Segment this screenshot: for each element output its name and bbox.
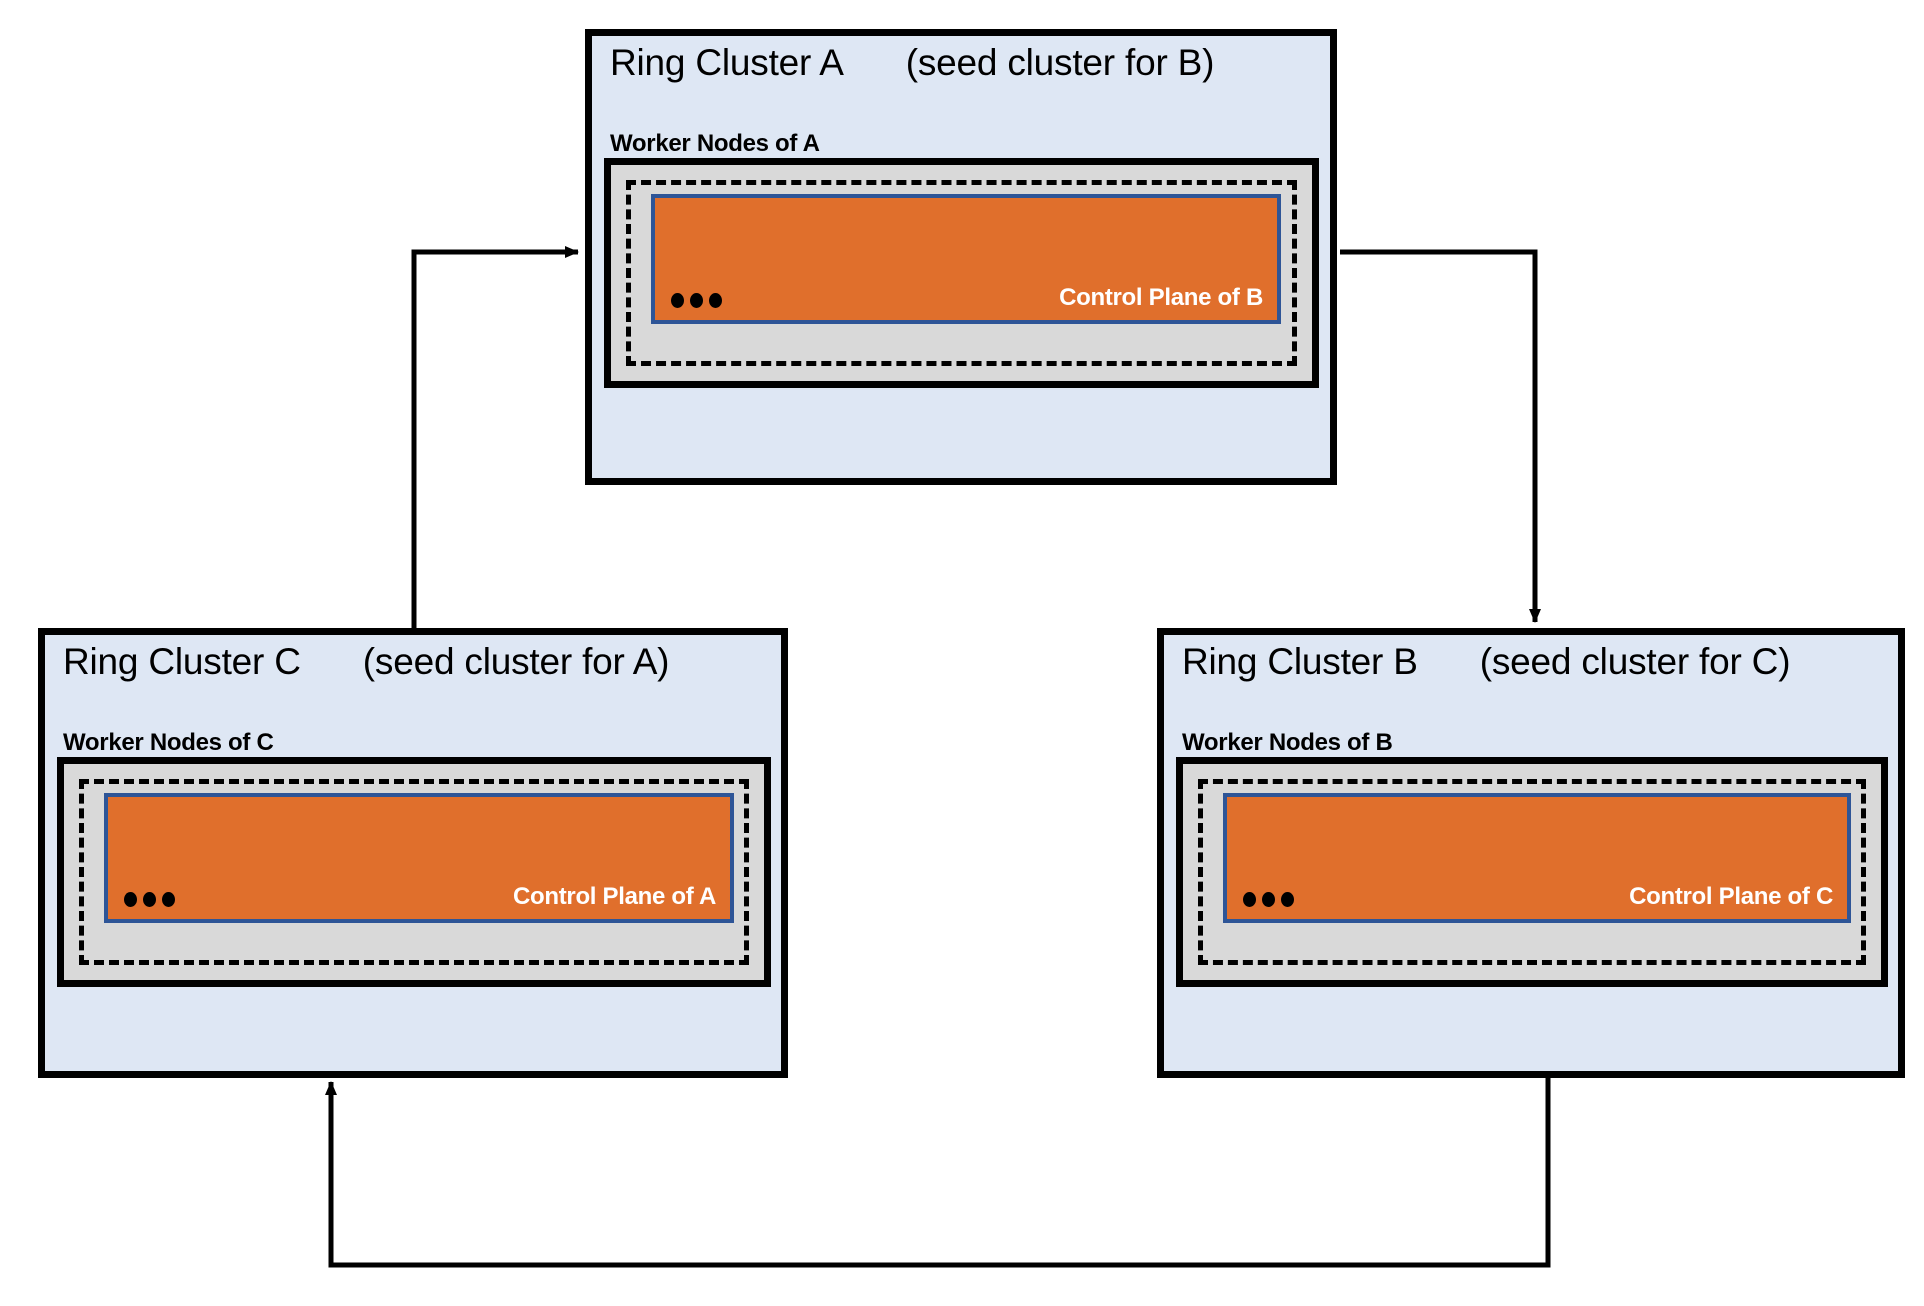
- cluster-a-worker-nodes-box[interactable]: Control Plane of B: [604, 158, 1319, 388]
- cluster-a-title: Ring Cluster A (seed cluster for B): [610, 42, 1214, 84]
- cluster-c-title: Ring Cluster C (seed cluster for A): [63, 641, 669, 683]
- cluster-b-seed-note: (seed cluster for C): [1479, 641, 1791, 682]
- cluster-c-worker-nodes-box[interactable]: Control Plane of A: [57, 757, 771, 987]
- cluster-c-name: Ring Cluster C: [63, 641, 301, 682]
- cluster-a-ellipsis-dots: [671, 293, 722, 308]
- cluster-a-seed-note: (seed cluster for B): [905, 42, 1215, 83]
- cluster-b-name: Ring Cluster B: [1182, 641, 1418, 682]
- cluster-a-name: Ring Cluster A: [610, 42, 844, 83]
- ring-cluster-c[interactable]: Ring Cluster C (seed cluster for A) Worke…: [38, 628, 788, 1078]
- cluster-a-worker-nodes-dashed-boundary: [626, 180, 1297, 366]
- cluster-c-worker-nodes-dashed-boundary: [79, 779, 749, 965]
- cluster-b-control-plane-box[interactable]: Control Plane of C: [1223, 793, 1851, 923]
- arrow-c-to-a: [411, 246, 579, 628]
- cluster-a-control-plane-box[interactable]: Control Plane of B: [651, 194, 1281, 324]
- cluster-c-seed-note: (seed cluster for A): [362, 641, 670, 682]
- cluster-c-control-plane-label: Control Plane of A: [512, 883, 716, 910]
- cluster-b-worker-nodes-box[interactable]: Control Plane of C: [1176, 757, 1888, 987]
- cluster-b-title: Ring Cluster B (seed cluster for C): [1182, 641, 1791, 683]
- cluster-c-control-plane-box[interactable]: Control Plane of A: [104, 793, 734, 923]
- cluster-b-worker-nodes-label: Worker Nodes of B: [1182, 729, 1393, 756]
- cluster-b-ellipsis-dots: [1243, 892, 1294, 907]
- cluster-c-worker-nodes-label: Worker Nodes of C: [63, 729, 274, 756]
- cluster-a-control-plane-label: Control Plane of B: [1059, 284, 1263, 311]
- cluster-b-control-plane-label: Control Plane of C: [1629, 883, 1833, 910]
- cluster-a-worker-nodes-label: Worker Nodes of A: [610, 130, 820, 157]
- cluster-b-worker-nodes-dashed-boundary: [1198, 779, 1866, 965]
- ring-cluster-a[interactable]: Ring Cluster A (seed cluster for B) Worke…: [585, 29, 1337, 485]
- ring-cluster-b[interactable]: Ring Cluster B (seed cluster for C) Worke…: [1157, 628, 1905, 1078]
- cluster-c-ellipsis-dots: [124, 892, 175, 907]
- arrow-a-to-b: [1340, 249, 1541, 623]
- arrow-b-to-c: [325, 1078, 1551, 1268]
